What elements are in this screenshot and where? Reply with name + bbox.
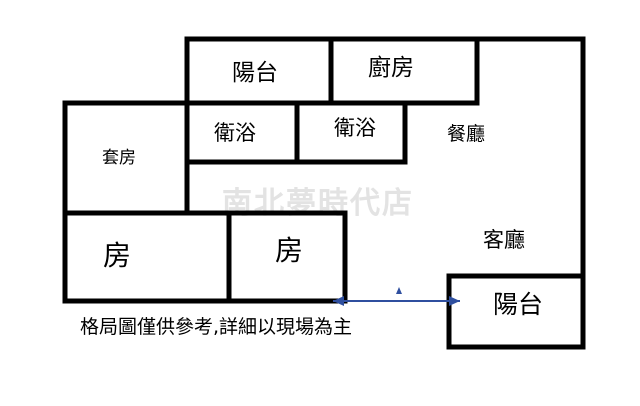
door-arrow-head-left bbox=[333, 296, 344, 306]
disclaimer-note: 格局圖僅供參考,詳細以現場為主 bbox=[80, 316, 352, 338]
room-label-bath-2: 衛浴 bbox=[334, 116, 376, 140]
room-label-bedroom-1: 房 bbox=[103, 239, 131, 272]
room-label-bedroom-2: 房 bbox=[275, 234, 303, 267]
room-label-suite: 套房 bbox=[102, 148, 136, 168]
room-label-balcony-bottom: 陽台 bbox=[493, 290, 543, 319]
room-label-dining: 餐廳 bbox=[447, 123, 485, 145]
room-label-balcony-top: 陽台 bbox=[232, 60, 278, 86]
door-arrow-head-right bbox=[449, 296, 460, 306]
door-arrow bbox=[333, 287, 460, 306]
room-label-bath-1: 衛浴 bbox=[214, 121, 256, 145]
outer-walls bbox=[62, 36, 586, 350]
watermark-text: 南北夢時代店 bbox=[222, 186, 414, 221]
outer-wall-top-right bbox=[184, 36, 586, 279]
door-arrow-marker bbox=[396, 287, 402, 294]
room-label-living: 客廳 bbox=[483, 228, 525, 252]
room-label-kitchen: 廚房 bbox=[368, 55, 414, 81]
outer-wall-left-bottom bbox=[62, 100, 348, 304]
balcony-bottom-walls bbox=[446, 273, 586, 350]
interior-walls bbox=[62, 36, 480, 304]
